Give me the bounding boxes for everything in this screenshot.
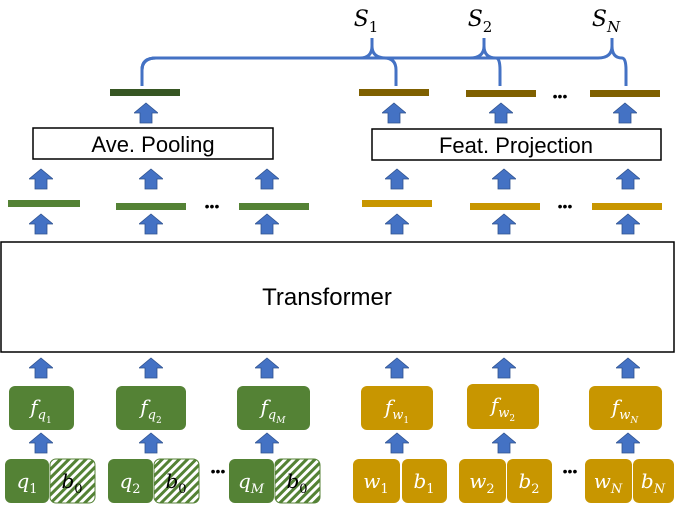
arrow-proj-out-2: [489, 102, 513, 124]
svg-text:b0: b0: [61, 469, 82, 497]
score-labels: S1 S2 SN: [354, 7, 621, 36]
arrow-wn-fw: [616, 432, 640, 454]
arrow-w-proj-1: [385, 168, 409, 190]
query-feature-box-2: [116, 386, 186, 430]
word-pos-box-2: [507, 459, 552, 503]
ave-pooling-label: Ave. Pooling: [91, 132, 214, 157]
arrow-t-w1: [385, 213, 409, 235]
arrow-t-w2: [492, 213, 516, 235]
projected-word-bar-1: [359, 89, 429, 96]
bracket-s1: [140, 38, 398, 86]
word-feature-box-n: [589, 386, 662, 430]
word-output-bar-2: [470, 203, 540, 210]
arrow-w2-fw: [492, 432, 516, 454]
word-pos-box-1: [402, 459, 447, 503]
word-feature-box-2: [467, 384, 539, 429]
query-feature-box-1: [9, 386, 74, 430]
svg-text:bN: bN: [641, 469, 666, 497]
projected-word-bar-n: [590, 90, 660, 97]
position-box-2: [153, 458, 200, 504]
query-output-bar-2: [116, 203, 186, 210]
arrow-t-qm: [255, 213, 279, 235]
svg-text:b0: b0: [286, 469, 307, 497]
query-output-bar-1: [8, 200, 80, 207]
pooled-query-bar: [110, 89, 180, 96]
arrow-t-q1: [29, 213, 53, 235]
query-tokens: q1 b0 q2 b0 ••• qM b0: [5, 458, 321, 504]
query-token-box-1: [5, 459, 49, 503]
word-output-bar-1: [362, 200, 432, 207]
word-feature-box-1: [361, 386, 433, 430]
ave-pooling-box: [32, 127, 274, 160]
ellipsis-word-outputs: •••: [558, 198, 573, 214]
arrow-proj-out-n: [613, 102, 637, 124]
svg-text:w1: w1: [363, 469, 388, 497]
svg-text:w2: w2: [469, 469, 494, 497]
score-label-1: S1: [354, 7, 379, 36]
svg-text:wN: wN: [594, 469, 623, 497]
word-token-box-2: [459, 459, 506, 503]
projected-word-bar-2: [466, 90, 536, 97]
arrow-fq1-t: [29, 357, 53, 379]
ellipsis-query-outputs: •••: [205, 198, 220, 214]
feat-projection-label: Feat. Projection: [439, 133, 593, 158]
arrow-w1-fw: [385, 432, 409, 454]
bracket-s2: [140, 38, 502, 86]
arrow-fw2-t: [492, 357, 516, 379]
word-output-bar-n: [592, 203, 662, 210]
svg-text:q2: q2: [119, 469, 140, 497]
score-label-n: SN: [592, 7, 621, 36]
arrow-t-q2: [139, 213, 163, 235]
arrow-qm-fq: [255, 432, 279, 454]
arrow-w-proj-2: [492, 168, 516, 190]
word-tokens: w1 b1 w2 b2 ••• wN bN: [353, 459, 674, 503]
svg-text:qM: qM: [238, 469, 265, 497]
query-token-box-m: [229, 459, 274, 503]
word-token-box-n: [585, 459, 632, 503]
feat-projection-box: [371, 128, 662, 161]
svg-text:b2: b2: [518, 469, 539, 497]
arrow-q2-fq: [139, 432, 163, 454]
arrow-q1-fq: [29, 432, 53, 454]
bracket-sn: [140, 38, 628, 86]
arrow-fqm-t: [255, 357, 279, 379]
arrow-q-pool-1: [29, 168, 53, 190]
arrow-fw1-t: [385, 357, 409, 379]
query-feature-box-m: [237, 386, 310, 430]
arrow-pooling-out: [134, 102, 158, 124]
ellipsis-top: •••: [553, 88, 568, 104]
score-label-2: S2: [468, 7, 493, 36]
position-box-m: [274, 458, 321, 504]
svg-text:b0: b0: [165, 469, 186, 497]
transformer-label: Transformer: [262, 284, 392, 311]
arrow-fwn-t: [616, 357, 640, 379]
transformer-box: [0, 241, 675, 353]
word-token-box-1: [353, 459, 400, 503]
ellipsis-word-tokens: •••: [563, 463, 578, 479]
word-feature-boxes: fw1 fw2 fwN: [361, 384, 662, 430]
arrow-w-proj-n: [616, 168, 640, 190]
query-token-box-2: [108, 459, 153, 503]
arrow-proj-out-1: [382, 102, 406, 124]
arrow-fq2-t: [139, 357, 163, 379]
svg-text:b1: b1: [413, 469, 434, 497]
arrow-q-pool-m: [255, 168, 279, 190]
query-output-bar-m: [239, 203, 309, 210]
ellipsis-query-tokens: •••: [211, 463, 226, 479]
score-brackets: [140, 38, 628, 86]
query-feature-boxes: fq1 fq2 fqM: [9, 386, 310, 430]
arrow-t-wn: [616, 213, 640, 235]
svg-text:q1: q1: [16, 469, 37, 497]
position-box-1: [49, 458, 96, 504]
word-pos-box-n: [633, 459, 674, 503]
arrow-q-pool-2: [139, 168, 163, 190]
